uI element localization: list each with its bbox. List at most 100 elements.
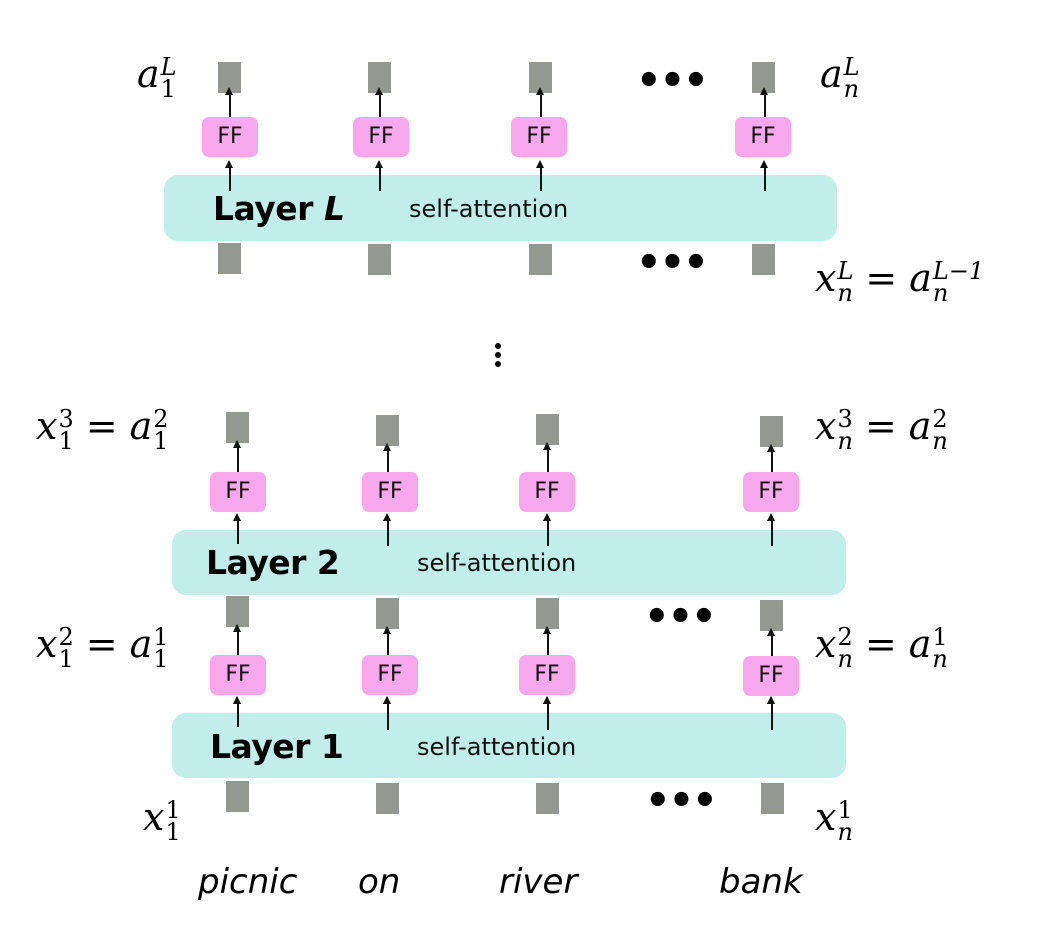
math-sub: 1 xyxy=(153,644,169,673)
math-sup: L xyxy=(837,256,854,285)
arrow-icon xyxy=(768,444,774,473)
math-base: a xyxy=(129,622,153,666)
layer-1-output-vector-n xyxy=(760,600,783,631)
math-sup: L xyxy=(160,52,177,81)
math-sub: 1 xyxy=(165,817,181,846)
layer-1-output-vector-2 xyxy=(376,598,399,629)
math-sup: 3 xyxy=(837,404,853,433)
layer-L-input-vector-1 xyxy=(218,243,241,274)
layer-L-self-attention-label: self-attention xyxy=(409,195,569,223)
layer-2-output-vector-n xyxy=(760,416,783,447)
ff-block: FF xyxy=(353,117,409,157)
arrow-icon xyxy=(537,87,543,118)
math-sub: n xyxy=(837,817,853,846)
vertical-ellipsis-icon xyxy=(495,343,501,370)
math-base: a xyxy=(137,52,160,96)
math-sub: n xyxy=(843,74,860,103)
ff-block: FF xyxy=(210,472,266,512)
arrow-icon xyxy=(544,513,550,546)
math-sup: 2 xyxy=(837,622,853,651)
ellipsis-icon: ••• xyxy=(636,240,709,286)
math-sup: 2 xyxy=(58,622,74,651)
ff-block: FF xyxy=(519,655,575,695)
layer-L-output-vector-1 xyxy=(218,62,241,93)
math-sup: 2 xyxy=(153,404,169,433)
layer-L-input-vector-3 xyxy=(529,244,552,275)
math-eq: = xyxy=(85,622,118,666)
math-eq: = xyxy=(865,256,898,300)
ff-block: FF xyxy=(743,656,799,696)
math-sup: 1 xyxy=(932,622,948,651)
ellipsis-icon: ••• xyxy=(645,778,718,824)
ff-block: FF xyxy=(735,117,791,157)
math-base: a xyxy=(908,622,932,666)
ff-block: FF xyxy=(511,117,567,157)
math-eq: = xyxy=(864,404,897,448)
layer-2-box xyxy=(172,530,846,595)
layer-L-label: Layer L xyxy=(213,189,345,228)
ff-block: FF xyxy=(202,117,258,157)
arrow-icon xyxy=(376,87,382,118)
token-picnic: picnic xyxy=(198,862,298,902)
ff-block: FF xyxy=(362,655,418,695)
math-eq: = xyxy=(85,404,118,448)
ellipsis-icon: ••• xyxy=(636,58,709,104)
ff-block: FF xyxy=(519,472,575,512)
layer-L-input-vector-n xyxy=(752,244,775,275)
arrow-icon xyxy=(234,696,240,727)
math-sub: n xyxy=(837,278,853,307)
arrow-icon xyxy=(761,87,767,118)
arrow-icon xyxy=(761,160,767,191)
math-sub: 1 xyxy=(160,74,176,103)
math-base: a xyxy=(129,404,153,448)
arrow-icon xyxy=(384,513,390,546)
arrow-icon xyxy=(226,87,232,118)
layer-2-self-attention-label: self-attention xyxy=(417,549,577,577)
ff-block: FF xyxy=(743,472,799,512)
arrow-icon xyxy=(384,626,390,655)
math-base: x xyxy=(36,404,58,448)
math-eq: = xyxy=(864,622,897,666)
ff-block: FF xyxy=(210,655,266,695)
token-river: river xyxy=(499,862,578,902)
arrow-icon xyxy=(376,160,382,191)
layer-L-output-vector-n xyxy=(752,62,775,93)
arrow-icon xyxy=(544,626,550,655)
math-sub: n xyxy=(837,426,853,455)
arrow-icon xyxy=(768,628,774,656)
input-vector-1 xyxy=(226,781,249,812)
math-base: x xyxy=(815,795,837,839)
math-sup: L−1 xyxy=(932,256,985,285)
arrow-icon xyxy=(234,624,240,655)
math-sub: 1 xyxy=(153,426,169,455)
math-sub: n xyxy=(932,426,948,455)
math-base: x xyxy=(815,404,837,448)
math-base: a xyxy=(908,404,932,448)
layer-2-output-vector-3 xyxy=(536,414,559,445)
math-sup: 1 xyxy=(153,622,169,651)
math-sub: n xyxy=(932,278,949,307)
layer-1-label: Layer 1 xyxy=(210,727,344,766)
layer-2-label: Layer 2 xyxy=(206,543,340,582)
math-sup: L xyxy=(843,52,860,81)
token-bank: bank xyxy=(719,862,803,902)
ellipsis-icon: ••• xyxy=(644,594,717,640)
math-sub: n xyxy=(932,644,948,673)
token-on: on xyxy=(358,862,401,902)
arrow-icon xyxy=(234,440,240,472)
math-base: x xyxy=(815,622,837,666)
math-sub: 1 xyxy=(58,426,74,455)
input-vector-3 xyxy=(536,783,559,814)
math-base: a xyxy=(909,256,932,300)
arrow-icon xyxy=(384,696,390,730)
math-sup: 3 xyxy=(58,404,74,433)
arrow-icon xyxy=(544,696,550,730)
